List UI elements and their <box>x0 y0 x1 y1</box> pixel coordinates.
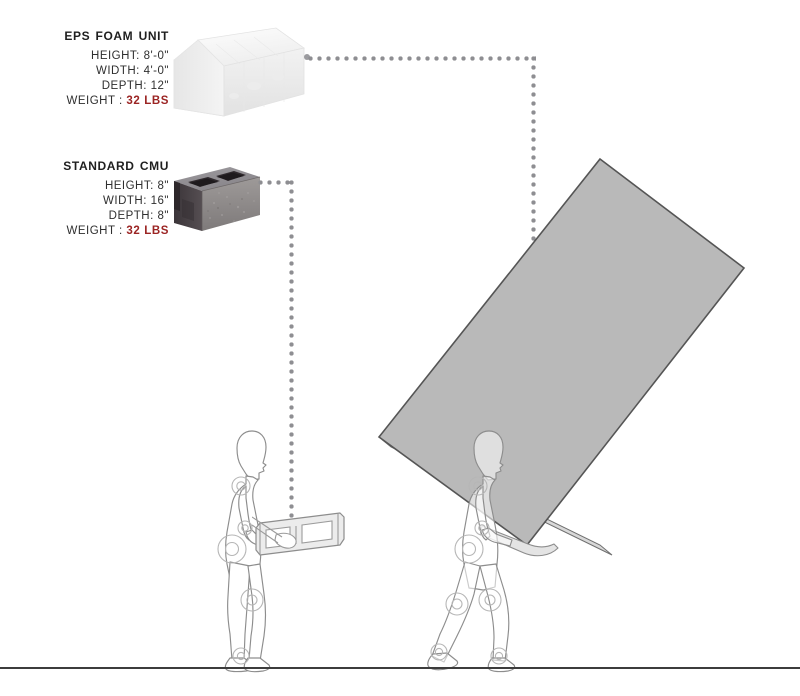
cmu-block-icon <box>172 163 264 245</box>
spec-rows-standard-cmu: HEIGHT: 8" WIDTH: 16" DEPTH: 8" WEIGHT :… <box>14 179 169 239</box>
spec-row-weight-label: WEIGHT : <box>66 94 123 107</box>
spec-title-eps-foam-unit: EPS Foam Unit <box>64 25 169 44</box>
spec-row-depth: DEPTH: 12" <box>14 79 169 94</box>
spec-row-height-value: 8" <box>157 179 169 192</box>
ground-line <box>0 667 800 669</box>
person-carrying-cmu <box>196 424 346 676</box>
spec-row-height-label: HEIGHT: <box>91 49 140 62</box>
spec-row-height-label: HEIGHT: <box>104 179 154 192</box>
spec-row-width-label: WIDTH: <box>103 194 147 207</box>
spec-row-depth-value: 12" <box>150 79 169 92</box>
spec-row-height: HEIGHT: 8'-0" <box>14 49 169 64</box>
spec-row-weight: WEIGHT : 32 LBS <box>14 224 169 239</box>
spec-row-weight-value: 32 LBS <box>126 94 169 107</box>
spec-row-depth: DEPTH: 8" <box>14 209 169 224</box>
spec-row-weight: WEIGHT : 32 LBS <box>14 94 169 109</box>
spec-row-width: WIDTH: 4'-0" <box>14 64 169 79</box>
cmu-leader-horizontal <box>258 180 294 185</box>
foam-leader-horizontal <box>308 56 536 61</box>
spec-rows-eps-foam-unit: HEIGHT: 8'-0" WIDTH: 4'-0" DEPTH: 12" WE… <box>14 49 169 109</box>
carried-cmu <box>252 505 352 563</box>
spec-row-depth-label: DEPTH: <box>101 79 147 92</box>
person-carrying-foam-panel <box>412 424 582 676</box>
spec-row-weight-label: WEIGHT : <box>66 224 123 237</box>
spec-title-standard-cmu: Standard CMU <box>63 155 169 174</box>
spec-row-height: HEIGHT: 8" <box>14 179 169 194</box>
foam-block-icon <box>168 24 308 130</box>
cmu-leader-vertical <box>289 180 294 522</box>
spec-row-width-label: WIDTH: <box>96 64 140 77</box>
spec-row-depth-label: DEPTH: <box>108 209 154 222</box>
spec-row-width: WIDTH: 16" <box>14 194 169 209</box>
spec-row-width-value: 4'-0" <box>143 64 169 77</box>
spec-block-eps-foam-unit: EPS Foam Unit HEIGHT: 8'-0" WIDTH: 4'-0"… <box>14 25 169 109</box>
spec-row-depth-value: 8" <box>157 209 169 222</box>
spec-row-width-value: 16" <box>150 194 169 207</box>
spec-block-standard-cmu: Standard CMU HEIGHT: 8" WIDTH: 16" DEPTH… <box>14 155 169 239</box>
spec-row-height-value: 8'-0" <box>143 49 169 62</box>
spec-row-weight-value: 32 LBS <box>126 224 169 237</box>
foam-panel-edge <box>480 520 570 562</box>
